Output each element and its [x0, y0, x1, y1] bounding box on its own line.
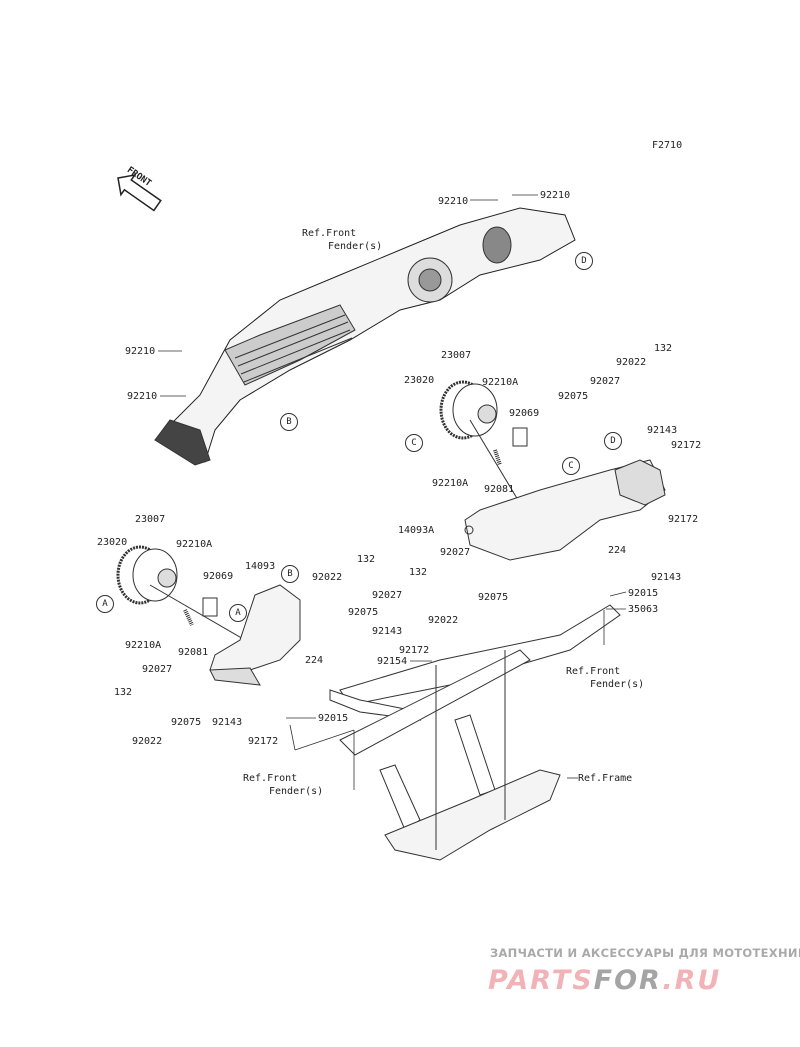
ref-line-1: Ref.Front — [243, 773, 298, 784]
part-label: 92081 — [178, 647, 209, 658]
ref-line-2: Fender(s) — [328, 241, 383, 252]
part-label: 92027 — [440, 547, 471, 558]
part-label: 92075 — [478, 592, 509, 603]
part-label: 92075 — [171, 717, 202, 728]
marker-d: D — [604, 432, 622, 450]
part-label: 92143 — [212, 717, 243, 728]
part-label: 132 — [114, 687, 133, 698]
ref-line-2: Fender(s) — [590, 679, 645, 690]
part-label: 132 — [357, 554, 376, 565]
marker-b: B — [280, 413, 298, 431]
logo-part: PARTS — [488, 965, 594, 996]
diagram-code: F2710 — [652, 140, 683, 151]
part-label: 92154 — [377, 656, 408, 667]
right-headlight-part — [439, 380, 531, 521]
part-label: 92069 — [203, 571, 234, 582]
logo-part: FOR — [593, 965, 663, 996]
marker-a: A — [96, 595, 114, 613]
part-label: 92075 — [348, 607, 379, 618]
left-headlight-part — [116, 545, 246, 641]
watermark-tagline: ЗАПЧАСТИ И АКСЕССУАРЫ ДЛЯ МОТОТЕХНИКИ — [490, 946, 800, 960]
part-label: 14093 — [245, 561, 276, 572]
frame-part — [329, 604, 621, 861]
part-label: 92027 — [372, 590, 403, 601]
part-label: 92069 — [509, 408, 540, 419]
part-label: 92022 — [312, 572, 343, 583]
part-label: 92210 — [540, 190, 571, 201]
ref-line-2: Fender(s) — [269, 786, 324, 797]
right-bracket-part — [464, 459, 666, 561]
part-label: 35063 — [628, 604, 659, 615]
part-label: 92015 — [628, 588, 659, 599]
part-label: 92172 — [671, 440, 702, 451]
part-label: 92210 — [438, 196, 469, 207]
part-label: 92210A — [432, 478, 469, 489]
leader-lines — [158, 194, 627, 790]
part-label: 92015 — [318, 713, 349, 724]
ref-line-1: Ref.Front — [566, 666, 621, 677]
part-label: 92210A — [176, 539, 213, 550]
part-label: 92022 — [616, 357, 647, 368]
marker-d: D — [575, 252, 593, 270]
part-label: 92172 — [668, 514, 699, 525]
watermark-logo: PARTSFOR.RU — [488, 967, 721, 995]
part-label: 92210A — [482, 377, 519, 388]
part-label: 23007 — [135, 514, 166, 525]
part-label: 92143 — [372, 626, 403, 637]
part-label: 132 — [409, 567, 428, 578]
part-label: 92081 — [484, 484, 515, 495]
part-label: 92027 — [590, 376, 621, 387]
part-label: 14093A — [398, 525, 435, 536]
part-label: 92022 — [428, 615, 459, 626]
marker-b: B — [281, 565, 299, 583]
part-label: 224 — [608, 545, 627, 556]
logo-part: .RU — [662, 965, 722, 996]
part-label: 92022 — [132, 736, 163, 747]
front-fender-part — [154, 207, 576, 466]
part-label: 92172 — [399, 645, 430, 656]
front-arrow-icon — [117, 174, 162, 212]
part-label: 132 — [654, 343, 673, 354]
ref-line-1: Ref.Front — [302, 228, 357, 239]
marker-c: C — [405, 434, 423, 452]
marker-a: A — [229, 604, 247, 622]
marker-c: C — [562, 457, 580, 475]
part-label: 92210 — [127, 391, 158, 402]
part-label: 92172 — [248, 736, 279, 747]
part-label: 23020 — [97, 537, 128, 548]
part-label: 92210A — [125, 640, 162, 651]
part-label: 92210 — [125, 346, 156, 357]
part-label: 224 — [305, 655, 324, 666]
left-bracket-part — [209, 584, 301, 686]
part-label: 92075 — [558, 391, 589, 402]
part-label: 92143 — [651, 572, 682, 583]
part-label: 92027 — [142, 664, 173, 675]
part-label: 23007 — [441, 350, 472, 361]
ref-frame: Ref.Frame — [578, 773, 633, 784]
part-label: 23020 — [404, 375, 435, 386]
part-label: 92143 — [647, 425, 678, 436]
